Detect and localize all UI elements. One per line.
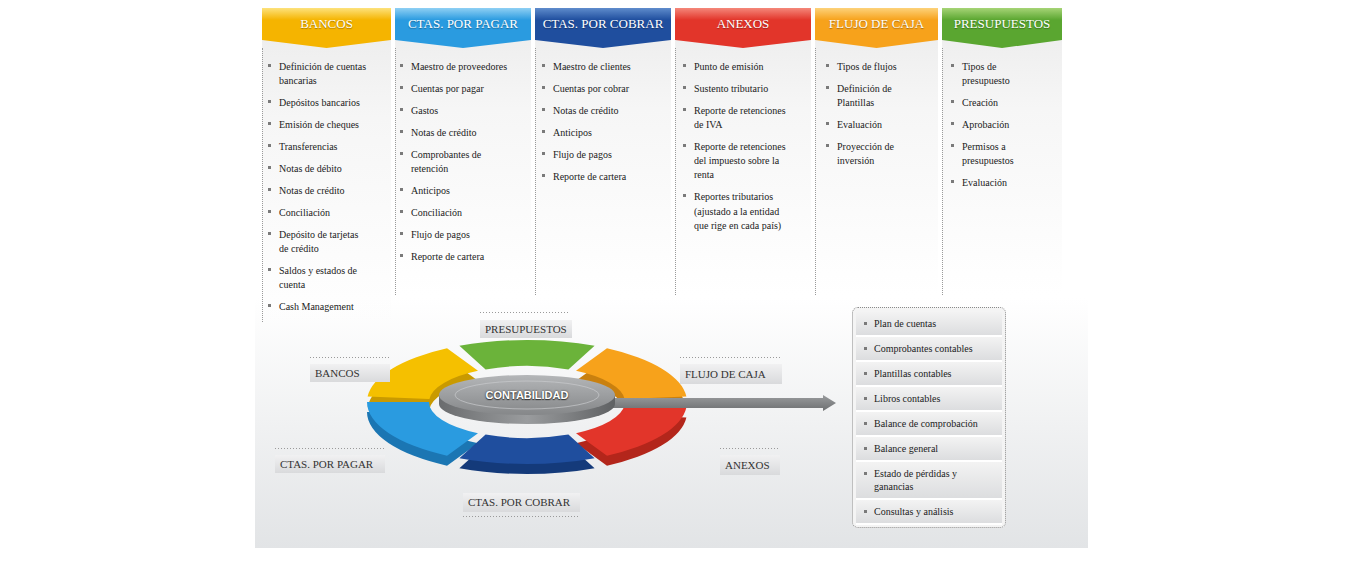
- list-item: Evaluación: [837, 118, 919, 132]
- list-item: (ajustado a la entidad que rige en cada …: [694, 205, 790, 233]
- dotted-separator: [815, 48, 816, 295]
- list-row: Estado de pérdidas y ganancias: [856, 462, 1002, 500]
- list-item: Permisos a presupuestos: [962, 140, 1034, 168]
- list-item: Depósitos bancarios: [279, 96, 368, 110]
- list-item: Cuentas por pagar: [411, 82, 513, 96]
- list-item: Saldos y estados de cuenta: [279, 264, 368, 292]
- list-item: Depósito de tarjetas de crédito: [279, 228, 368, 256]
- list-item: Notas de crédito: [411, 126, 513, 140]
- list-item: Tipos de flujos: [837, 60, 919, 74]
- list-item: Definición de Plantillas: [837, 82, 919, 110]
- column-header: FLUJO DE CAJA: [815, 8, 938, 40]
- list-row: Balance general: [856, 437, 1002, 462]
- center-disc: CONTABILIDAD: [437, 373, 617, 425]
- ring-segment: [459, 340, 594, 369]
- dotted-rules: [275, 313, 782, 517]
- column-header: CTAS. POR COBRAR: [535, 8, 671, 40]
- list-item: Cuentas por cobrar: [553, 82, 655, 96]
- list-item: Emisión de cheques: [279, 118, 368, 132]
- list-item: Conciliación: [411, 206, 513, 220]
- list-item: Transferencias: [279, 140, 368, 154]
- list-item: Maestro de clientes: [553, 60, 655, 74]
- list-row: Libros contables: [856, 387, 1002, 412]
- column-header: CTAS. POR PAGAR: [395, 8, 531, 40]
- connector-arrow: [613, 395, 836, 411]
- list-item: Notas de crédito: [553, 104, 655, 118]
- list-item: Comprobantes de retención: [411, 148, 513, 176]
- list-item: Punto de emisión: [694, 60, 790, 74]
- ring-label: CTAS. POR COBRAR: [463, 493, 580, 512]
- list-item: Conciliación: [279, 206, 368, 220]
- list-item: Reportes tributarios: [694, 190, 790, 204]
- list-row: Consultas y análisis: [856, 500, 1002, 525]
- list-item: Anticipos: [411, 184, 513, 198]
- module-column: FLUJO DE CAJA Tipos de flujosDefinición d…: [815, 8, 938, 295]
- module-column: PRESUPUESTOS Tipos de presupuestoCreación…: [942, 8, 1062, 295]
- list-item: Reporte de retenciones del impuesto sobr…: [694, 140, 790, 182]
- column-header: ANEXOS: [675, 8, 811, 40]
- list-item: Flujo de pagos: [553, 148, 655, 162]
- list-row: Balance de comprobación: [856, 412, 1002, 437]
- ring-label: BANCOS: [310, 364, 390, 382]
- dotted-separator: [942, 48, 943, 295]
- dotted-separator: [675, 48, 676, 295]
- list-row: Plantillas contables: [856, 362, 1002, 387]
- list-item: Proyección de inversión: [837, 140, 919, 168]
- list-item: Maestro de proveedores: [411, 60, 513, 74]
- list-item: Tipos de presupuesto: [962, 60, 1034, 88]
- ring-label: PRESUPUESTOS: [480, 320, 572, 338]
- column-header: BANCOS: [262, 8, 391, 40]
- ring-segment: [459, 435, 594, 464]
- list-item: Reporte de retenciones de IVA: [694, 104, 790, 132]
- dotted-separator: [535, 48, 536, 295]
- list-item: Notas de crédito: [279, 184, 368, 198]
- list-row: Comprobantes contables: [856, 337, 1002, 362]
- list-item: Definición de cuentas bancarias: [279, 60, 368, 88]
- list-row: Plan de cuentas: [856, 312, 1002, 337]
- list-item: Aprobación: [962, 118, 1034, 132]
- ring-label: CTAS. POR PAGAR: [275, 455, 385, 473]
- list-item: Cash Management: [279, 300, 368, 314]
- list-item: Gastos: [411, 104, 513, 118]
- module-column: CTAS. POR COBRAR Maestro de clientesCuent…: [535, 8, 671, 295]
- module-column: ANEXOS Punto de emisiónSustento tributari…: [675, 8, 811, 295]
- ring-label: ANEXOS: [720, 455, 780, 475]
- list-item: Sustento tributario: [694, 82, 790, 96]
- ring-label: FLUJO DE CAJA: [680, 364, 782, 384]
- list-item: Evaluación: [962, 176, 1034, 190]
- column-header: PRESUPUESTOS: [942, 8, 1062, 40]
- module-column: CTAS. POR PAGAR Maestro de proveedoresCue…: [395, 8, 531, 295]
- module-column: BANCOS Definición de cuentas bancariasDep…: [262, 8, 391, 322]
- list-item: Creación: [962, 96, 1034, 110]
- list-item: Notas de débito: [279, 162, 368, 176]
- list-item: Reporte de cartera: [411, 250, 513, 264]
- dotted-separator: [262, 48, 263, 322]
- dotted-separator: [395, 48, 396, 295]
- feature-list: Plan de cuentasComprobantes contablesPla…: [852, 307, 1006, 528]
- center-label: CONTABILIDAD: [437, 383, 617, 407]
- list-item: Reporte de cartera: [553, 170, 655, 184]
- background-panel: [255, 298, 1088, 548]
- list-item: Flujo de pagos: [411, 228, 513, 242]
- list-item: Anticipos: [553, 126, 655, 140]
